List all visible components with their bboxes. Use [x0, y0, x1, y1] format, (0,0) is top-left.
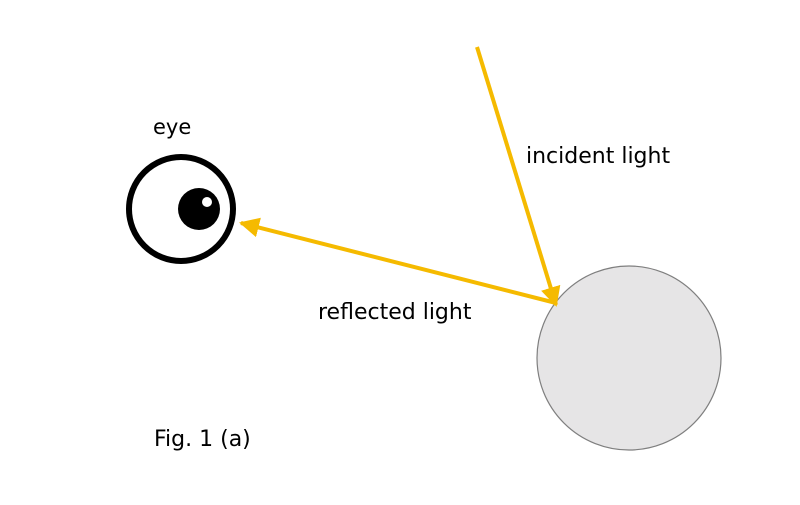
incident-light-ray — [475, 46, 561, 307]
incident-light-label: incident light — [526, 144, 670, 169]
reflected-light-label: reflected light — [318, 300, 472, 325]
figure-caption: Fig. 1 (a) — [154, 427, 251, 452]
eye-icon — [126, 154, 236, 264]
reflected-light-ray — [239, 217, 557, 305]
eye-highlight — [202, 197, 212, 207]
eye-outline — [126, 154, 236, 264]
eye-label: eye — [153, 115, 191, 139]
reflecting-sphere — [536, 265, 722, 451]
eye-pupil — [178, 188, 220, 230]
